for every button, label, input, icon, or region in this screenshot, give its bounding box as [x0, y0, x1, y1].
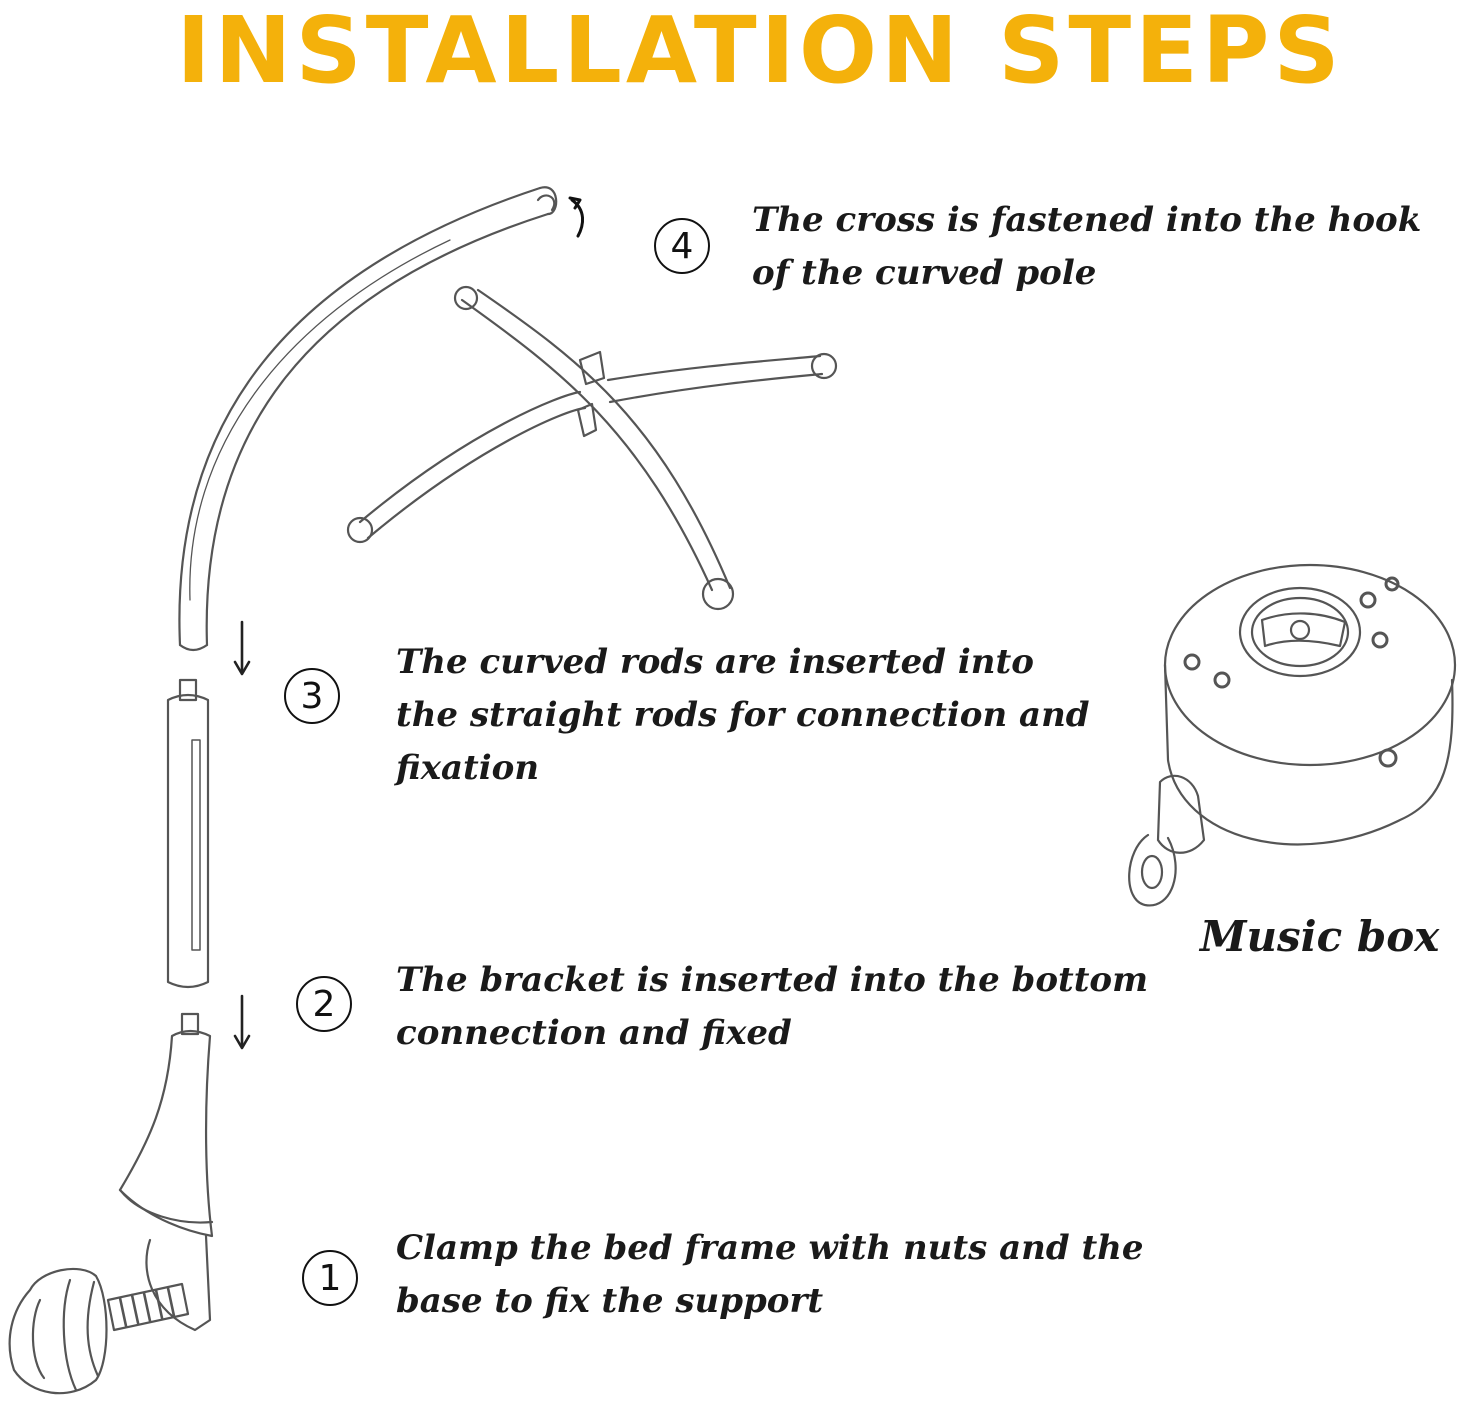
bracket-base	[118, 1012, 214, 1332]
music-box-illustration	[1128, 563, 1457, 907]
step-4-text: The cross is fastened into the hook of t…	[752, 200, 1422, 293]
straight-rod	[166, 678, 210, 989]
step-number-1: 1	[302, 1250, 358, 1306]
cross-arms	[346, 285, 838, 611]
step-number-2: 2	[296, 976, 352, 1032]
page-title: INSTALLATION STEPS	[176, 0, 1344, 104]
knob-nut	[8, 1267, 108, 1395]
step-3-text: The curved rods are inserted into the st…	[396, 642, 1090, 788]
step-1-text: Clamp the bed frame with nuts and the ba…	[396, 1228, 1144, 1321]
step-number-3: 3	[284, 668, 340, 724]
threaded-bolt	[106, 1282, 190, 1332]
rotation-arrow-icon	[570, 198, 584, 238]
step-2-text: The bracket is inserted into the bottom …	[396, 960, 1149, 1053]
down-arrows	[233, 620, 251, 1050]
step-number-4: 4	[654, 218, 710, 274]
music-box-label: Music box	[1200, 912, 1440, 961]
curved-pole	[178, 186, 558, 652]
